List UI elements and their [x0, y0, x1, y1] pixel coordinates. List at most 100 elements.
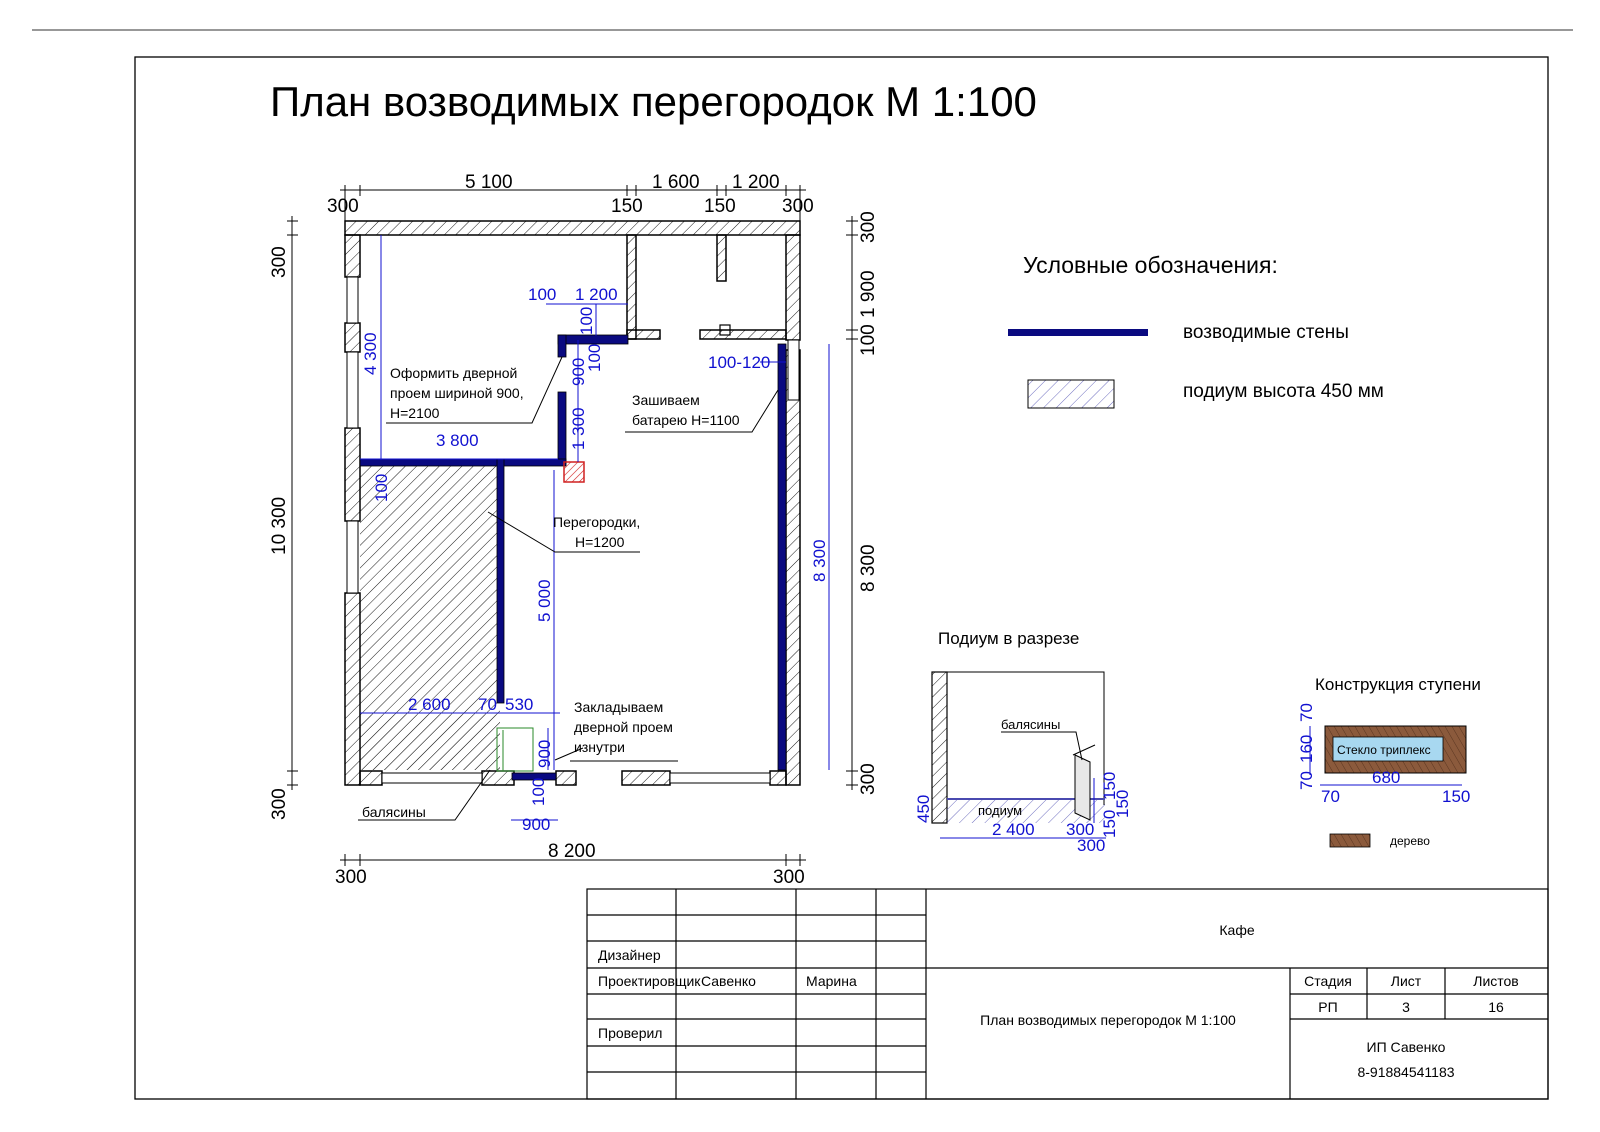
podium-dim-2400: 2 400 [992, 820, 1035, 839]
company-name: ИП Савенко [1367, 1039, 1446, 1055]
dim-4300: 4 300 [361, 332, 380, 375]
dim-100-120: 100-120 [708, 353, 770, 372]
dim-bottom-8200: 8 200 [548, 841, 596, 862]
legend-podium-label: подиум высота 450 мм [1183, 381, 1384, 402]
dim-bottom-300-b: 300 [773, 867, 805, 888]
note-door-line1: Оформить дверной [390, 365, 517, 381]
new-walls [359, 334, 787, 781]
dim-100-c: 100 [585, 344, 604, 372]
dim-900-b: 900 [535, 740, 554, 768]
step-dim-70-a: 70 [1297, 703, 1316, 722]
podium-dim-300-a: 300 [1066, 820, 1094, 839]
dim-900-c: 900 [522, 815, 550, 834]
dim-1200: 1 200 [575, 285, 618, 304]
step-dim-160: 160 [1297, 735, 1316, 763]
dim-right-8300: 8 300 [858, 544, 879, 592]
floor-plan: 300 5 100 150 1 600 150 1 200 300 300 10… [269, 172, 879, 888]
dim-top-150-b: 150 [704, 196, 736, 217]
dim-top-300-b: 300 [782, 196, 814, 217]
dim-3800: 3 800 [436, 431, 479, 450]
note-partition-line2: H=1200 [575, 534, 625, 550]
exterior-walls [344, 220, 801, 786]
podium-section: Подиум в разрезе балясины подиум 450 2 4… [914, 629, 1132, 855]
page-title: План возводимых перегородок М 1:100 [270, 78, 1037, 125]
dim-530: 530 [505, 695, 533, 714]
step-construction: Конструкция ступени Стекло триплекс 70 1… [1297, 675, 1481, 848]
note-balusters: балясины [362, 804, 426, 820]
planner-surname: Савенко [701, 973, 756, 989]
dim-right-300-a: 300 [858, 211, 879, 243]
column-marker [563, 461, 585, 483]
podium-dim-150-c: 150 [1100, 810, 1119, 838]
step-heading: Конструкция ступени [1315, 675, 1481, 694]
dim-top-5100: 5 100 [465, 172, 513, 193]
legend-walls-label: возводимые стены [1183, 322, 1349, 343]
dim-900-a: 900 [569, 358, 588, 386]
step-glass-label: Стекло триплекс [1337, 743, 1431, 757]
podium-section-balusters: балясины [1001, 717, 1060, 732]
dim-70: 70 [478, 695, 497, 714]
step-dim-680: 680 [1372, 768, 1400, 787]
sheets-value: 16 [1488, 999, 1504, 1015]
note-closed-line3: изнутри [574, 739, 625, 755]
note-door-line3: H=2100 [390, 405, 440, 421]
dim-100-d: 100 [372, 474, 391, 502]
dim-bottom-300-a: 300 [335, 867, 367, 888]
project-name: Кафе [1219, 922, 1254, 938]
dim-right-300-b: 300 [858, 763, 879, 795]
legend: Условные обозначения: возводимые стены п… [1008, 252, 1384, 409]
dimension-lines [287, 185, 858, 866]
designer-role: Дизайнер [598, 947, 661, 963]
dim-right-100: 100 [858, 324, 879, 356]
step-glass [1332, 736, 1444, 762]
podium-dim-150-b: 150 [1113, 790, 1132, 818]
note-battery-line2: батарею H=1100 [632, 412, 740, 428]
dim-2600: 2 600 [408, 695, 451, 714]
podium-dim-150-a: 150 [1100, 772, 1119, 800]
dim-8300-blue: 8 300 [810, 539, 829, 582]
step-dim-150: 150 [1442, 787, 1470, 806]
dim-top-1200: 1 200 [732, 172, 780, 193]
step-dim-70-c: 70 [1321, 787, 1340, 806]
checker-role: Проверил [598, 1025, 662, 1041]
legend-podium-swatch [1027, 379, 1115, 409]
dim-100-e: 100 [529, 778, 548, 806]
sheets-header: Листов [1473, 973, 1519, 989]
company-phone: 8-91884541183 [1357, 1064, 1454, 1080]
baluster-detail [1074, 754, 1091, 821]
dim-top-1600: 1 600 [652, 172, 700, 193]
dim-left-10300: 10 300 [269, 497, 290, 555]
legend-heading: Условные обозначения: [1023, 252, 1278, 278]
podium-section-podium: подиум [978, 803, 1022, 818]
dim-100-b: 100 [577, 307, 596, 335]
dim-5000: 5 000 [535, 579, 554, 622]
wood-swatch [1329, 833, 1371, 848]
dim-right-1900: 1 900 [858, 270, 879, 318]
sheet-value: 3 [1402, 999, 1410, 1015]
title-block: Дизайнер Проектировщик Савенко Марина Пр… [586, 888, 1549, 1100]
planner-role: Проектировщик [598, 973, 701, 989]
sheet-name: План возводимых перегородок М 1:100 [980, 1012, 1236, 1028]
dim-left-300-b: 300 [269, 788, 290, 820]
stage-value: РП [1318, 999, 1337, 1015]
dim-top-300-a: 300 [327, 196, 359, 217]
legend-wall-swatch [1008, 329, 1148, 336]
dim-top-150-a: 150 [611, 196, 643, 217]
podium-section-heading: Подиум в разрезе [938, 629, 1079, 648]
wood-label: дерево [1390, 834, 1430, 848]
note-closed-line2: дверной проем [574, 719, 673, 735]
step-dim-70-b: 70 [1297, 771, 1316, 790]
planner-name: Марина [806, 973, 857, 989]
podium-dim-300-b: 300 [1077, 836, 1105, 855]
dim-1300: 1 300 [569, 407, 588, 450]
dim-left-300-a: 300 [269, 246, 290, 278]
note-partition-line1: Перегородки, [553, 514, 640, 530]
note-closed-line1: Закладываем [574, 699, 663, 715]
note-battery-line1: Зашиваем [632, 392, 700, 408]
stage-header: Стадия [1304, 973, 1352, 989]
dim-100-a: 100 [528, 285, 556, 304]
note-door-line2: проем шириной 900, [390, 385, 524, 401]
sheet-header: Лист [1391, 973, 1422, 989]
podium-dim-450: 450 [914, 795, 933, 823]
